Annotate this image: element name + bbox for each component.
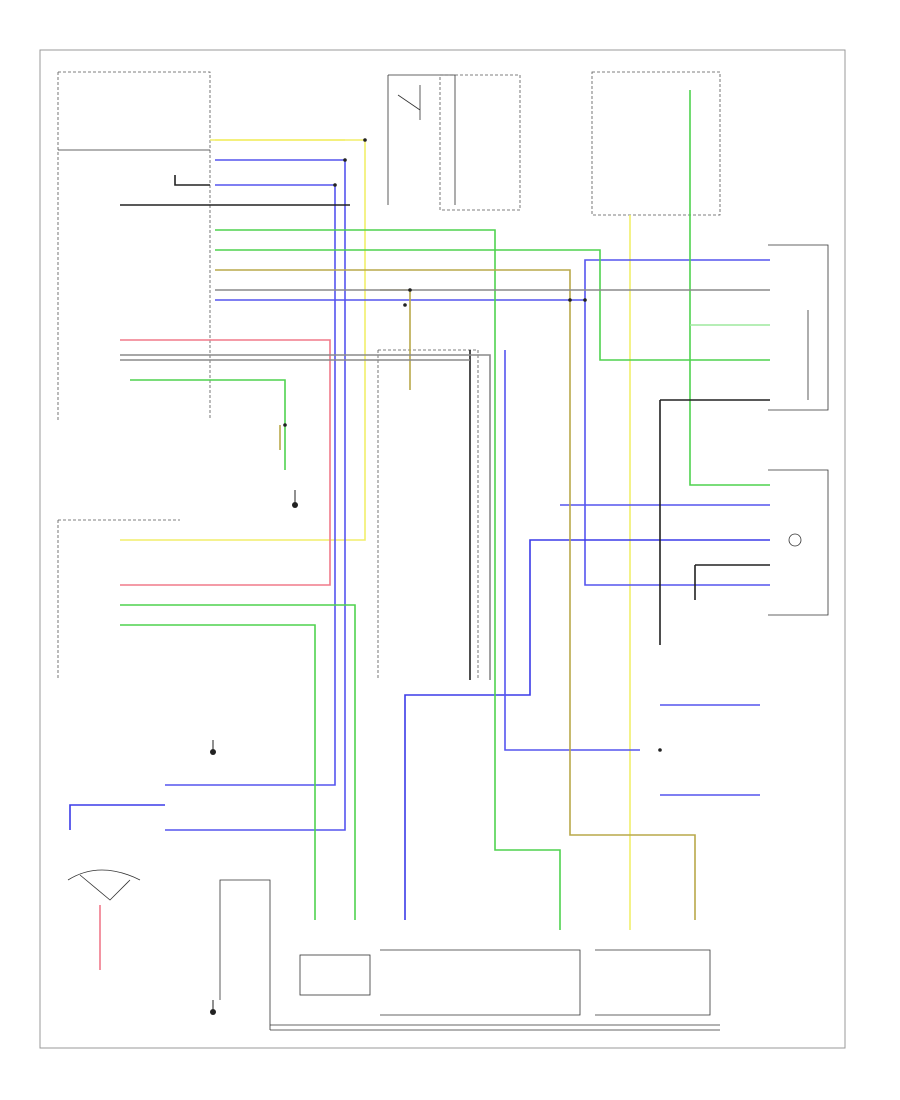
relay-box bbox=[387, 74, 456, 205]
blower-motor-box bbox=[768, 469, 829, 616]
wire-black-2 bbox=[659, 399, 770, 645]
wire-blue-3 bbox=[215, 259, 770, 301]
wire-green-6 bbox=[120, 624, 316, 920]
wire-gray-1 bbox=[120, 354, 491, 680]
mode-control-box bbox=[377, 349, 479, 680]
wire-green-5 bbox=[120, 604, 356, 920]
connector-dots bbox=[283, 138, 662, 752]
wire-blue-2 bbox=[165, 184, 336, 786]
wires bbox=[69, 90, 770, 970]
gauge-assembly bbox=[67, 869, 141, 881]
ground-symbol-a bbox=[210, 740, 216, 755]
ground-symbol-c bbox=[292, 490, 298, 508]
wire-blue-6 bbox=[504, 350, 640, 751]
wire-green-1 bbox=[215, 229, 561, 930]
bottom-switch-block bbox=[380, 949, 581, 1016]
wire-blue-5 bbox=[404, 539, 770, 920]
evap-sensor-box bbox=[299, 954, 371, 996]
wire-black-3 bbox=[694, 564, 770, 600]
fuse-box bbox=[439, 74, 521, 211]
wire-blue-4 bbox=[584, 300, 770, 586]
wire-red-1 bbox=[120, 339, 331, 586]
diagram-border bbox=[39, 49, 846, 1049]
component-outlines bbox=[57, 71, 829, 1031]
wire-olive-1 bbox=[215, 269, 696, 920]
passenger-heater-box bbox=[57, 519, 180, 680]
wire-blue-1 bbox=[165, 159, 346, 831]
wire-black-4 bbox=[174, 175, 210, 186]
climate-unit-box bbox=[57, 71, 211, 420]
top-switch-box bbox=[591, 71, 721, 216]
ground-symbol-b bbox=[210, 1000, 216, 1015]
wire-green-2 bbox=[215, 249, 770, 361]
damper-motor-box bbox=[768, 244, 829, 411]
wire-green-4 bbox=[130, 379, 286, 470]
wire-green-3 bbox=[689, 90, 770, 486]
wire-blue-8 bbox=[69, 804, 165, 830]
